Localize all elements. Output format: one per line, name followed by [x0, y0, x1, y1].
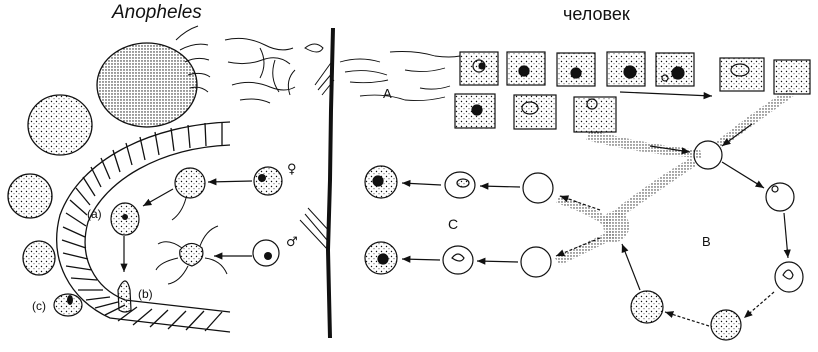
substage-label-c: (c) — [32, 299, 46, 313]
male-symbol: ♂ — [286, 235, 298, 250]
substage-label-a: (a) — [87, 207, 102, 221]
human-title: человек — [563, 4, 630, 24]
cycle-arrows — [621, 161, 791, 327]
young-oocyst — [53, 293, 83, 317]
oocyst — [27, 94, 93, 156]
sporozoite-threads — [175, 25, 324, 104]
liver-cells — [454, 51, 811, 133]
oocyst-large — [96, 42, 198, 128]
oocyst — [22, 240, 56, 276]
oocyst-group — [7, 42, 198, 276]
sporozoite-stream — [339, 51, 461, 102]
mosquito-title: Anopheles — [112, 2, 202, 23]
exflagellating-male — [179, 242, 204, 267]
merozoite-streams — [555, 88, 795, 265]
ookinete — [117, 280, 132, 313]
stomach-wall — [56, 121, 231, 333]
ring-stage — [765, 182, 795, 212]
stage-label-c: C — [448, 216, 459, 232]
stage-label-a: A — [383, 86, 392, 101]
segmenter — [630, 290, 664, 324]
mosquito-arrows — [120, 178, 253, 272]
stage-label-b: B — [702, 234, 711, 249]
trophozoite — [774, 261, 804, 293]
gametocyte-formation — [364, 165, 554, 278]
erythrocyte — [693, 140, 723, 170]
erythrocytic-cycle — [630, 140, 804, 341]
macrogamete — [174, 167, 206, 199]
sexual-stages — [53, 166, 283, 317]
duct-filaments — [299, 59, 335, 251]
gametocyte-arrows — [401, 123, 753, 265]
oocyst — [7, 173, 53, 219]
substage-label-b: (b) — [138, 287, 153, 301]
liver-arrow — [619, 91, 713, 100]
schizont — [710, 309, 742, 341]
female-gametocyte — [253, 166, 283, 196]
female-symbol: ♀ — [287, 162, 297, 177]
male-gametocyte — [252, 239, 280, 267]
